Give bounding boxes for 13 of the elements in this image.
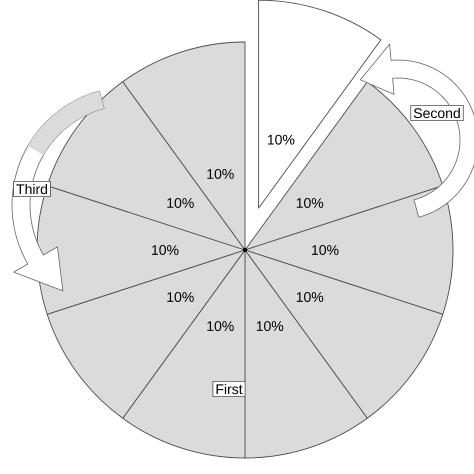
percent-label: 10% [268,134,294,145]
percent-label: 10% [207,168,234,179]
step-label: Second [410,104,464,122]
percent-label: 10% [256,321,284,332]
percent-label: 10% [296,198,324,208]
percent-label: 10% [296,292,324,302]
percent-label: 10% [167,198,194,208]
step-label: First [212,380,246,398]
percent-label: 10% [167,292,194,302]
step-label: Third [13,180,51,198]
percent-label: 10% [312,245,338,255]
percent-label: 10% [207,321,234,332]
percent-label: 10% [152,245,178,255]
